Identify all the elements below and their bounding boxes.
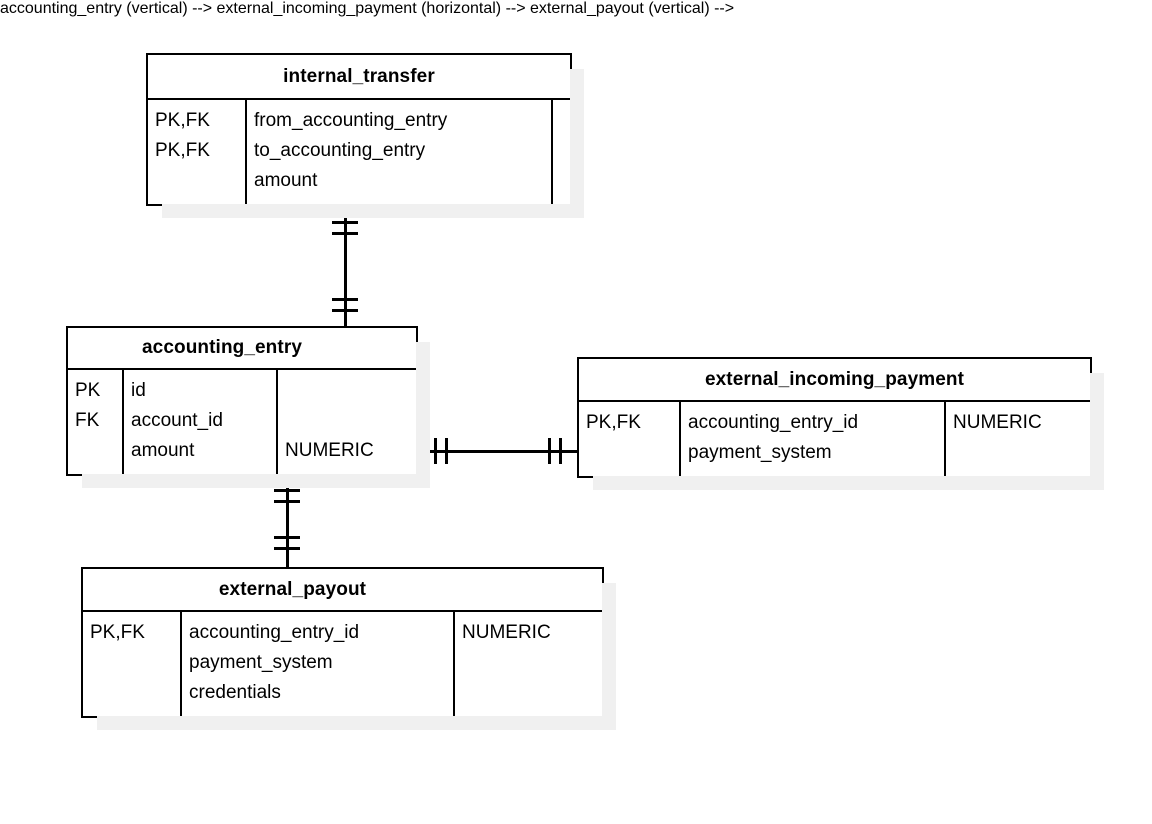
key-cell: [90, 648, 173, 678]
cardinality-tick-external-payout-a: [274, 536, 300, 539]
attribute-cell: amount: [131, 440, 195, 461]
key-column-internal-transfer: PK,FK PK,FK: [148, 100, 245, 204]
connector-accounting-entry-external-incoming-payment[interactable]: [416, 450, 579, 453]
cardinality-tick-accounting-entry-bottom-a: [274, 489, 300, 492]
cardinality-tick-external-payout-b: [274, 547, 300, 550]
type-cell: [553, 106, 570, 136]
entity-body-external-incoming-payment: PK,FK accounting_entry_id payment_system…: [579, 402, 1090, 476]
attribute-cell: amount: [254, 170, 318, 191]
type-column-external-payout: NUMERIC: [453, 612, 602, 716]
connector-internal-transfer-accounting-entry[interactable]: [344, 207, 347, 328]
entity-title-accounting-entry: accounting_entry: [68, 328, 416, 370]
connector-accounting-entry-external-payout[interactable]: [286, 477, 289, 569]
key-column-external-payout: PK,FK: [83, 612, 180, 716]
type-column-external-incoming-payment: NUMERIC: [944, 402, 1090, 476]
key-cell: [586, 438, 672, 468]
entity-accounting-entry[interactable]: accounting_entry PK FK id account_id amo…: [66, 326, 430, 488]
key-cell: PK,FK: [586, 412, 641, 433]
entity-title-external-incoming-payment: external_incoming_payment: [579, 359, 1090, 402]
entity-body-external-payout: PK,FK accounting_entry_id payment_system…: [83, 612, 602, 716]
type-cell: NUMERIC: [285, 440, 374, 461]
key-cell: [90, 678, 173, 708]
type-cell: NUMERIC: [953, 412, 1042, 433]
key-cell: [155, 166, 238, 196]
attribute-column-accounting-entry: id account_id amount: [122, 370, 276, 474]
entity-body-accounting-entry: PK FK id account_id amount NUMERIC: [68, 370, 416, 474]
key-column-accounting-entry: PK FK: [68, 370, 122, 474]
attribute-cell: account_id: [131, 410, 223, 431]
cardinality-tick-accounting-entry-top-a: [332, 298, 358, 301]
cardinality-tick-accounting-entry-right-b: [445, 438, 448, 464]
key-cell: PK,FK: [155, 110, 210, 131]
entity-external-payout[interactable]: external_payout PK,FK accounting_entry_i…: [81, 567, 616, 730]
entity-internal-transfer[interactable]: internal_transfer PK,FK PK,FK from_accou…: [146, 53, 584, 218]
key-cell: [75, 436, 115, 466]
attribute-cell: accounting_entry_id: [189, 622, 360, 643]
type-column-accounting-entry: NUMERIC: [276, 370, 416, 474]
attribute-column-external-incoming-payment: accounting_entry_id payment_system: [679, 402, 944, 476]
cardinality-tick-internal-transfer-b: [332, 232, 358, 235]
cardinality-tick-accounting-entry-right-a: [434, 438, 437, 464]
entity-body-internal-transfer: PK,FK PK,FK from_accounting_entry to_acc…: [148, 100, 570, 204]
key-cell: PK,FK: [155, 140, 210, 161]
key-cell: PK: [75, 380, 101, 401]
attribute-cell: to_accounting_entry: [254, 140, 426, 161]
cardinality-tick-accounting-entry-top-b: [332, 309, 358, 312]
attribute-cell: id: [131, 380, 146, 401]
attribute-column-internal-transfer: from_accounting_entry to_accounting_entr…: [245, 100, 551, 204]
cardinality-tick-external-incoming-payment-b: [559, 438, 562, 464]
attribute-column-external-payout: accounting_entry_id payment_system crede…: [180, 612, 453, 716]
attribute-cell: credentials: [189, 682, 281, 703]
key-cell: FK: [75, 410, 100, 431]
key-column-external-incoming-payment: PK,FK: [579, 402, 679, 476]
cardinality-tick-internal-transfer-a: [332, 221, 358, 224]
attribute-cell: from_accounting_entry: [254, 110, 448, 131]
key-cell: PK,FK: [90, 622, 145, 643]
entity-title-internal-transfer: internal_transfer: [148, 55, 570, 100]
attribute-cell: accounting_entry_id: [688, 412, 859, 433]
cardinality-tick-external-incoming-payment-a: [548, 438, 551, 464]
entity-external-incoming-payment[interactable]: external_incoming_payment PK,FK accounti…: [577, 357, 1104, 490]
attribute-cell: payment_system: [189, 652, 333, 673]
attribute-cell: payment_system: [688, 442, 832, 463]
type-column-internal-transfer: [551, 100, 570, 204]
entity-title-external-payout: external_payout: [83, 569, 602, 612]
cardinality-tick-accounting-entry-bottom-b: [274, 500, 300, 503]
type-cell: NUMERIC: [462, 622, 551, 643]
